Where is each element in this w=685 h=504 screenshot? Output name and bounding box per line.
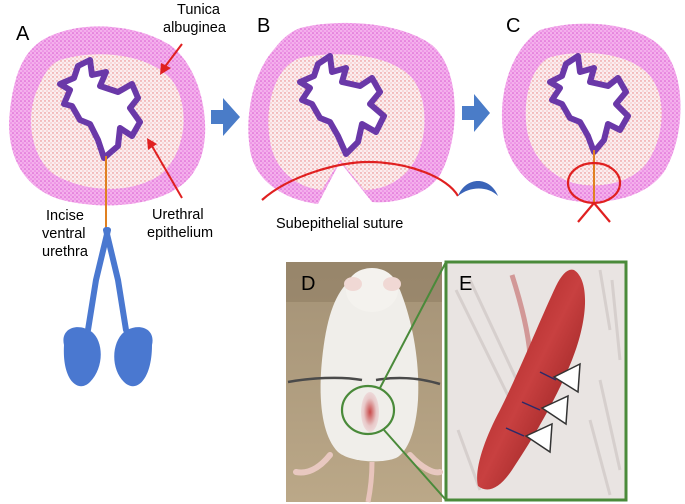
retractor-right [375,376,441,386]
inset-connector-top [379,261,447,389]
tunica-label-line-1: Tunica [177,2,221,18]
panel-a-cross-section [9,26,206,387]
tunica-label-line-2: albuginea [163,20,227,36]
panel-label-c: C [506,15,520,37]
panel-e-photo [444,260,628,502]
rat-ear-left [344,277,362,291]
epithelium-label-line-1: Urethral [152,207,204,223]
panel-label-a: A [16,23,30,45]
scissors-icon [63,227,153,387]
retractor-left [287,376,363,384]
triangle-pointer-icon [540,394,569,426]
inset-frame [444,260,628,502]
suture-label: Subepithelial suture [276,216,403,232]
rat-ear-right [383,277,401,291]
triangle-pointer-icon [524,422,553,454]
incise-label-line-1: Incise [46,208,84,224]
curved-needle-icon [458,181,498,196]
surgical-wound [477,269,586,490]
epithelium-label-line-2: epithelium [147,225,213,241]
fur-texture [454,269,622,496]
triangle-pointer-icon [552,362,581,394]
incise-label-line-3: urethra [42,244,89,260]
urethral-lumen [57,57,143,161]
rat-hind-legs [293,452,443,476]
panel-label-b: B [257,15,270,37]
subepithelial-suture-arc [261,160,459,201]
urethral-lumen-b [297,53,387,157]
magnify-circle [340,384,396,436]
tunica-pointer-arrow [160,43,183,75]
right-arrow-icon [462,94,490,132]
panel-c-cross-section [501,23,681,223]
suture-thread-3 [505,427,525,437]
panel-b-cross-section [248,22,498,205]
inset-connector-bottom [383,429,447,501]
surgical-site-d [361,392,379,432]
panel-d-photo [286,262,443,503]
panel-label-e: E [459,273,472,295]
panel-label-d: D [301,273,315,295]
incise-label-line-2: ventral [42,226,86,242]
right-arrow-icon [211,98,240,136]
rat-tail [365,461,375,503]
suture-thread-2 [521,401,541,411]
epithelium-pointer-arrow [147,138,183,199]
suture-knot [577,202,611,223]
urethral-lumen-c [547,53,631,155]
suture-thread-1 [539,371,557,381]
